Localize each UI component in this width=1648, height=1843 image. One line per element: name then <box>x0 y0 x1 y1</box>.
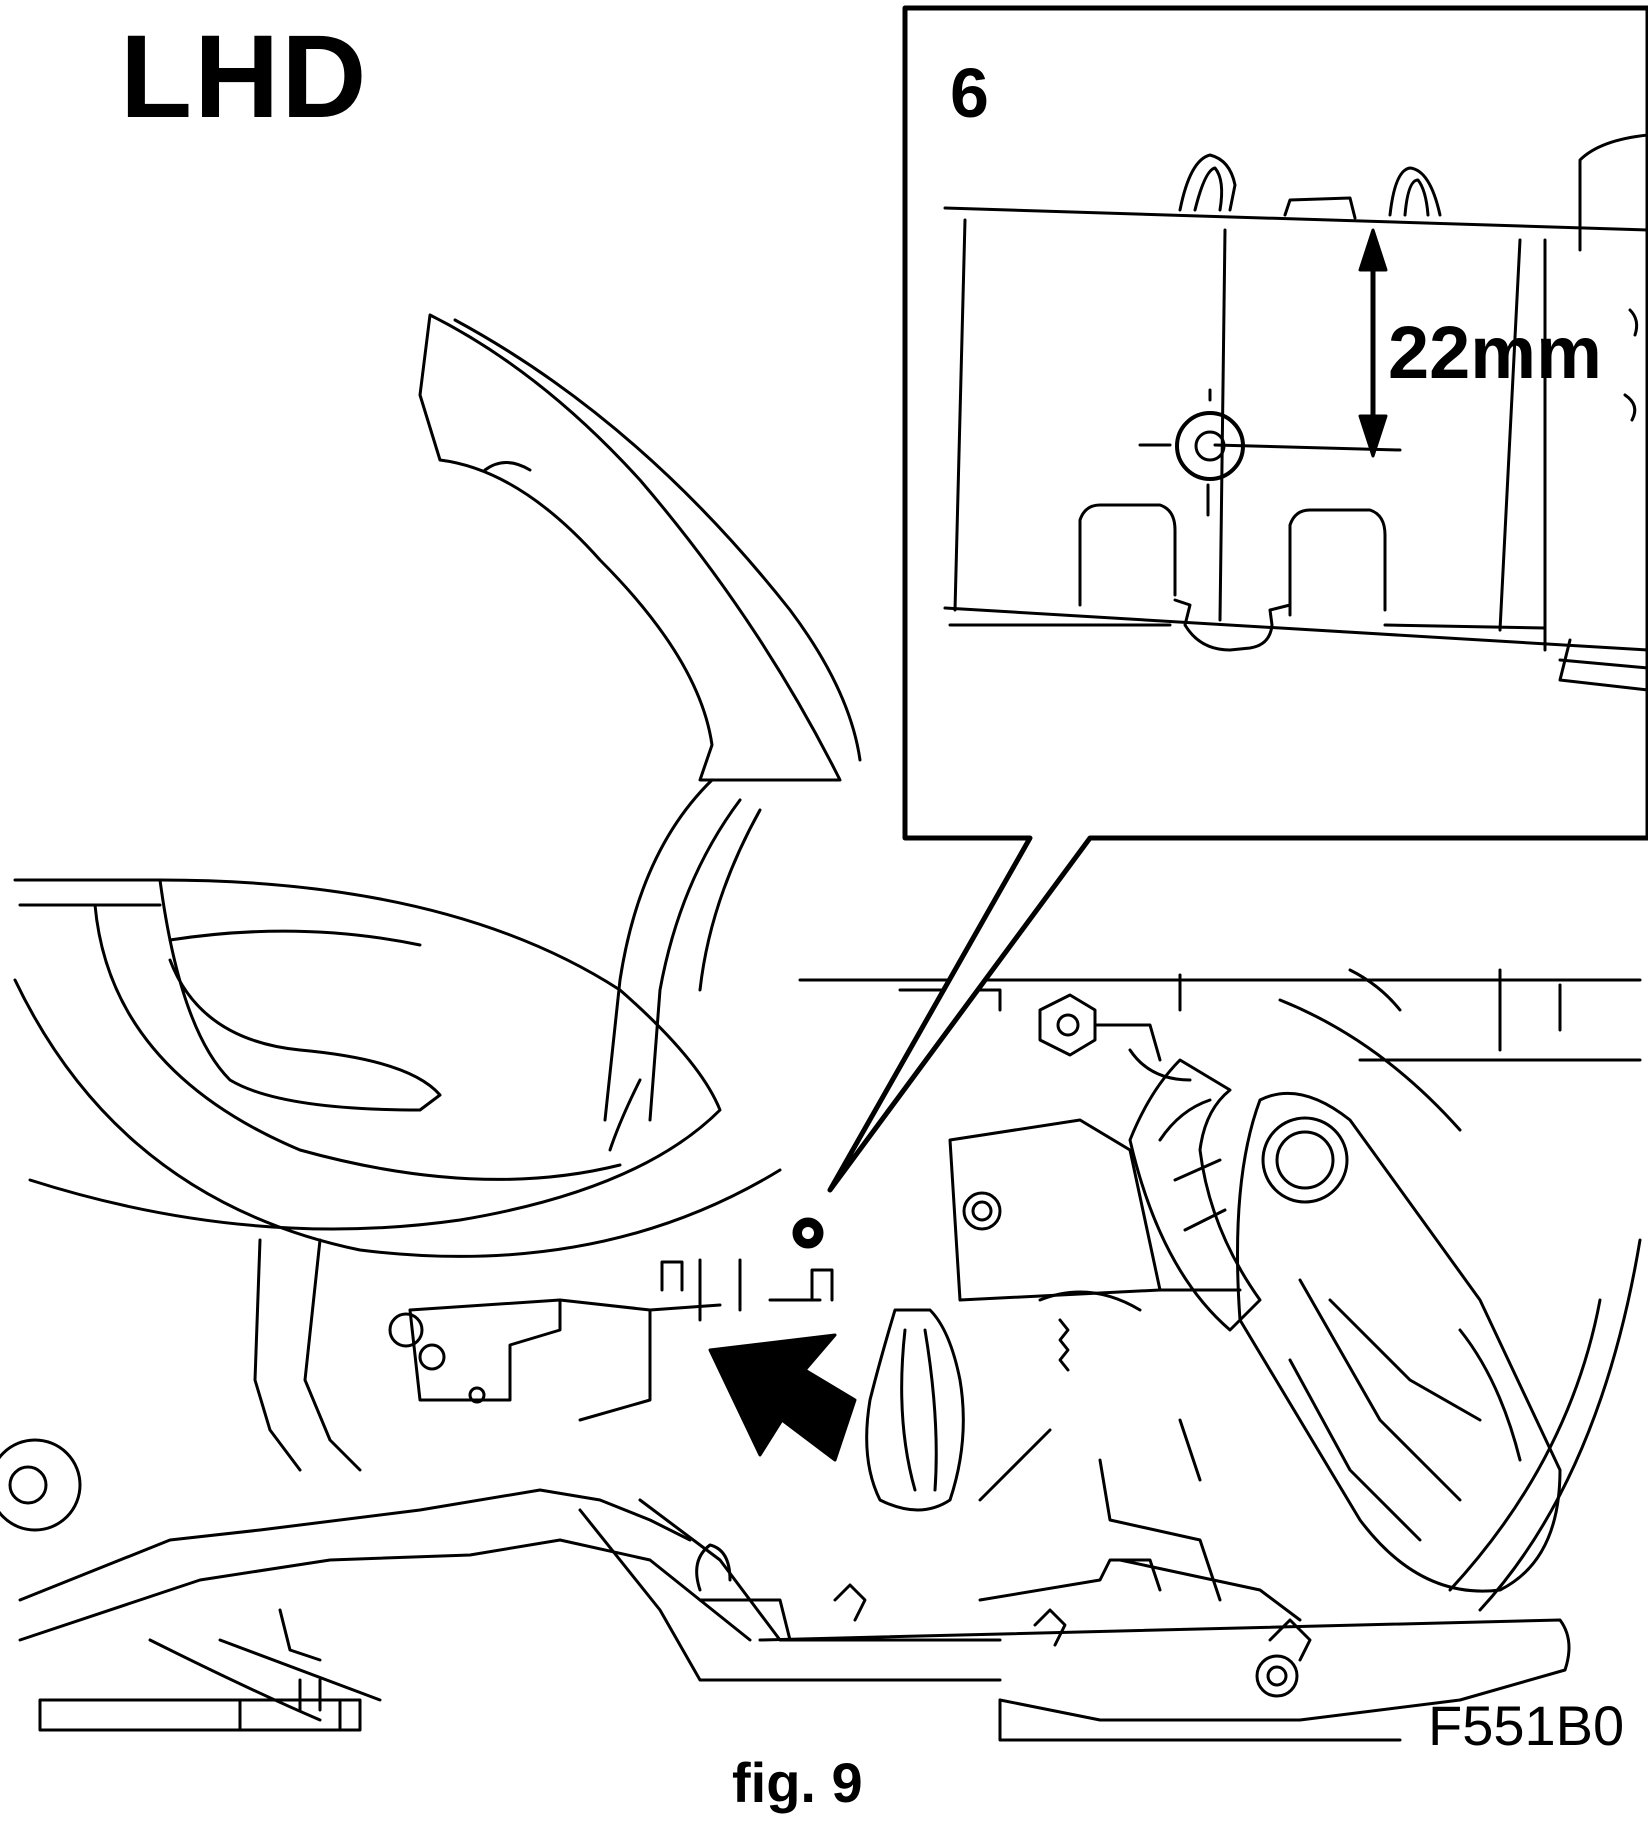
figure-caption: fig. 9 <box>732 1751 863 1814</box>
step-number-label: 6 <box>950 54 989 132</box>
dimension-label: 22mm <box>1388 311 1602 394</box>
drawing-code-label: F551B0 <box>1428 1694 1625 1757</box>
callout-detail-6 <box>827 5 1648 1193</box>
main-assembly <box>0 313 1642 1742</box>
drive-side-label: LHD <box>120 11 369 143</box>
direction-arrow <box>708 1298 857 1462</box>
